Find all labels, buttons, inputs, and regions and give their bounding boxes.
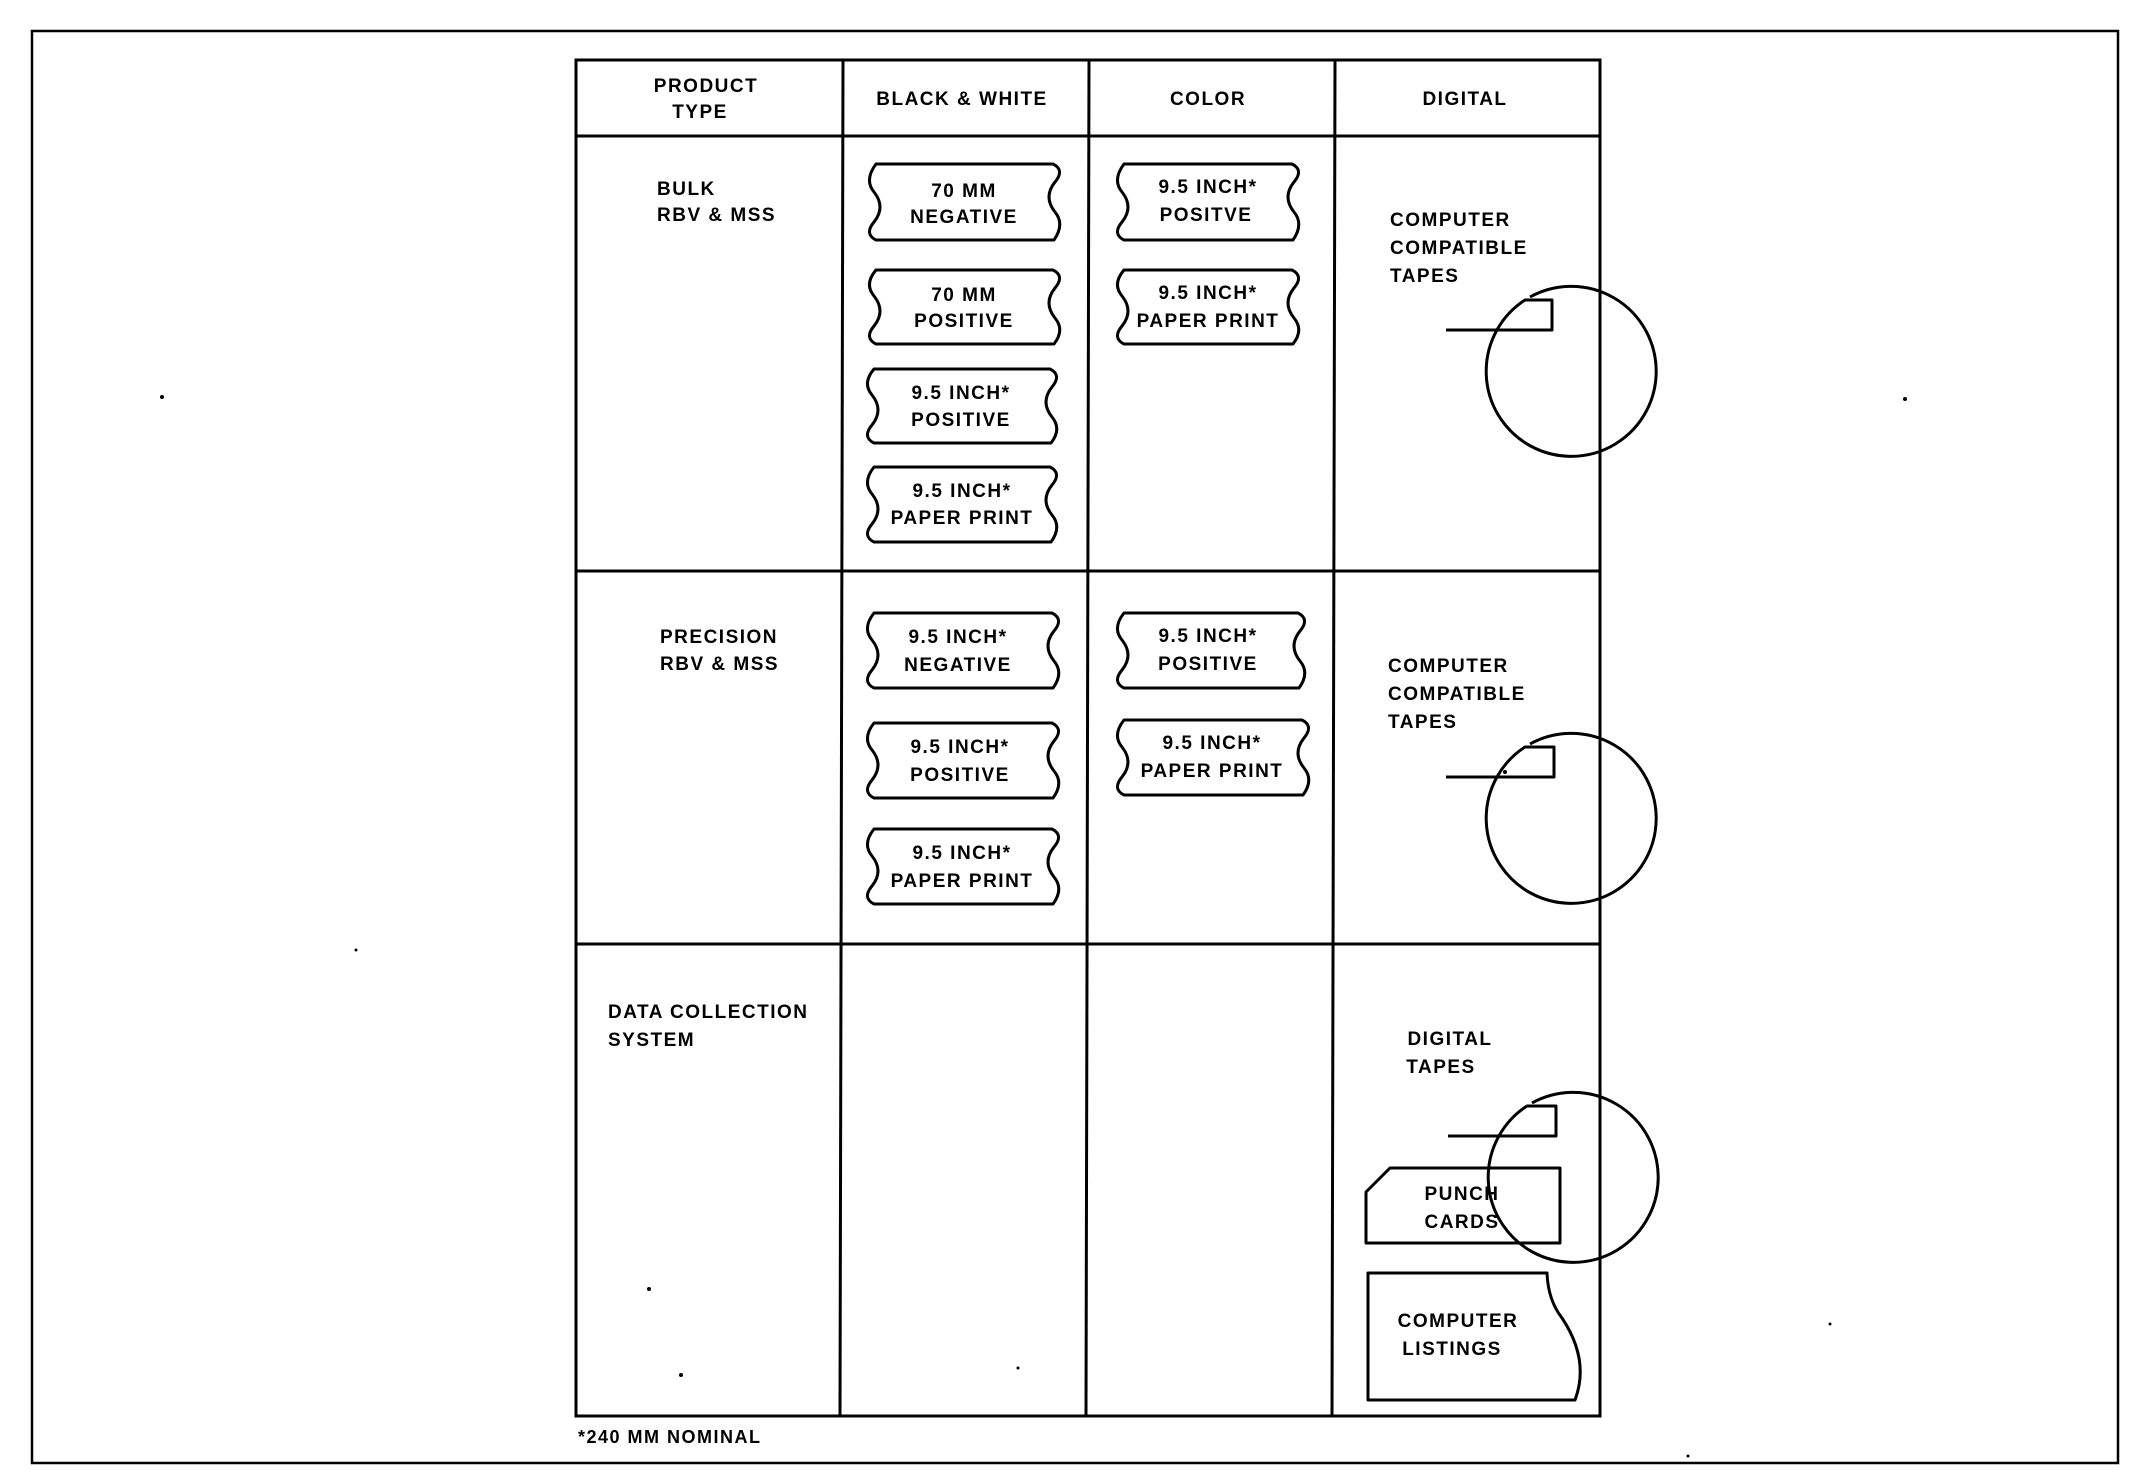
film-70mm-negative-line2: NEGATIVE [910,207,1018,228]
tape-reel-precision-line3: TAPES [1388,712,1457,733]
film-bulk-color-paper-print: 9.5 INCH* PAPER PRINT [1116,268,1301,346]
header-digital: DIGITAL [1422,89,1507,110]
film-bulk-bw-paper-print-line2: PAPER PRINT [891,508,1034,529]
film-70mm-negative: 70 MM NEGATIVE [868,162,1062,242]
film-precision-bw-negative-line1: 9.5 INCH* [908,627,1007,648]
row-label-bulk: BULK RBV & MSS [657,179,776,226]
film-bulk-bw-positive-line2: POSITIVE [911,410,1011,431]
film-bulk-bw-paper-print-line1: 9.5 INCH* [912,481,1011,502]
computer-listings-document: COMPUTER LISTINGS [1366,1271,1582,1402]
table-grid [574,58,1602,1418]
film-precision-color-positive: 9.5 INCH* POSITIVE [1116,611,1307,690]
tape-reel-bulk-line2: COMPATIBLE [1390,238,1528,259]
row-label-bulk-line1: BULK [657,179,716,200]
film-precision-color-paper-print-line1: 9.5 INCH* [1162,733,1261,754]
film-precision-bw-positive: 9.5 INCH* POSITIVE [866,721,1061,800]
film-70mm-positive-line2: POSITIVE [914,311,1014,332]
punch-cards-shape: PUNCH CARDS [1364,1166,1562,1245]
header-product-type-line2: TYPE [672,102,728,123]
header-black-white: BLACK & WHITE [876,89,1047,110]
tape-reel-bulk-cct: COMPUTER COMPATIBLE TAPES [1390,210,1658,458]
film-70mm-positive: 70 MM POSITIVE [868,268,1062,346]
film-precision-bw-paper-print-line2: PAPER PRINT [891,871,1034,892]
film-precision-bw-negative-line2: NEGATIVE [904,655,1012,676]
film-bulk-bw-positive-line1: 9.5 INCH* [911,383,1010,404]
film-precision-color-positive-line1: 9.5 INCH* [1158,626,1257,647]
header-row: PRODUCT TYPE BLACK & WHITE COLOR DIGITAL [654,76,1507,123]
computer-listings-line1: COMPUTER [1398,1311,1519,1332]
page-frame [30,29,2120,1465]
tape-reel-digital-tapes-line1: DIGITAL [1407,1029,1492,1050]
film-bulk-bw-9-5-positive: 9.5 INCH* POSITIVE [866,367,1059,445]
film-bulk-color-paper-print-line1: 9.5 INCH* [1158,283,1257,304]
film-precision-color-paper-print-line2: PAPER PRINT [1141,761,1284,782]
row-label-dcs: DATA COLLECTION SYSTEM [608,1002,809,1051]
film-precision-bw-paper-print-line1: 9.5 INCH* [912,843,1011,864]
tape-reel-digital-tapes: DIGITAL TAPES [1406,1029,1660,1264]
film-70mm-negative-line1: 70 MM [931,181,997,202]
tape-reel-bulk-line3: TAPES [1390,266,1459,287]
tape-reel-bulk-line1: COMPUTER [1390,210,1511,231]
row-label-dcs-line2: SYSTEM [608,1030,695,1051]
punch-cards-line1: PUNCH [1424,1184,1499,1205]
film-bulk-color-positive-line2: POSITVE [1160,205,1253,226]
row-label-precision: PRECISION RBV & MSS [660,627,779,675]
tape-reel-precision-line1: COMPUTER [1388,656,1509,677]
tape-reel-digital-tapes-line2: TAPES [1406,1057,1475,1078]
film-precision-color-positive-line2: POSITIVE [1158,654,1258,675]
film-bulk-color-paper-print-line2: PAPER PRINT [1137,311,1280,332]
film-bulk-color-positive-line1: 9.5 INCH* [1158,177,1257,198]
tape-reel-precision-cct: COMPUTER COMPATIBLE TAPES [1388,656,1658,905]
film-precision-color-paper-print: 9.5 INCH* PAPER PRINT [1116,718,1311,797]
film-precision-bw-positive-line2: POSITIVE [910,765,1010,786]
computer-listings-line2: LISTINGS [1402,1339,1502,1360]
film-70mm-positive-line1: 70 MM [931,285,997,306]
row-label-bulk-line2: RBV & MSS [657,205,776,226]
row-label-dcs-line1: DATA COLLECTION [608,1002,809,1023]
film-precision-bw-paper-print: 9.5 INCH* PAPER PRINT [866,827,1061,906]
row-label-precision-line2: RBV & MSS [660,654,779,675]
header-product-type-line1: PRODUCT [654,76,758,97]
tape-reel-precision-line2: COMPATIBLE [1388,684,1526,705]
footnote: *240 MM NOMINAL [578,1427,762,1447]
punch-cards-line2: CARDS [1424,1212,1499,1233]
film-bulk-bw-9-5-paper-print: 9.5 INCH* PAPER PRINT [866,465,1059,544]
header-color: COLOR [1170,89,1246,110]
row-label-precision-line1: PRECISION [660,627,778,648]
film-precision-bw-positive-line1: 9.5 INCH* [910,737,1009,758]
film-bulk-color-positive: 9.5 INCH* POSITVE [1116,162,1301,242]
film-precision-bw-negative: 9.5 INCH* NEGATIVE [866,611,1061,690]
scan-specks [160,395,1907,1458]
